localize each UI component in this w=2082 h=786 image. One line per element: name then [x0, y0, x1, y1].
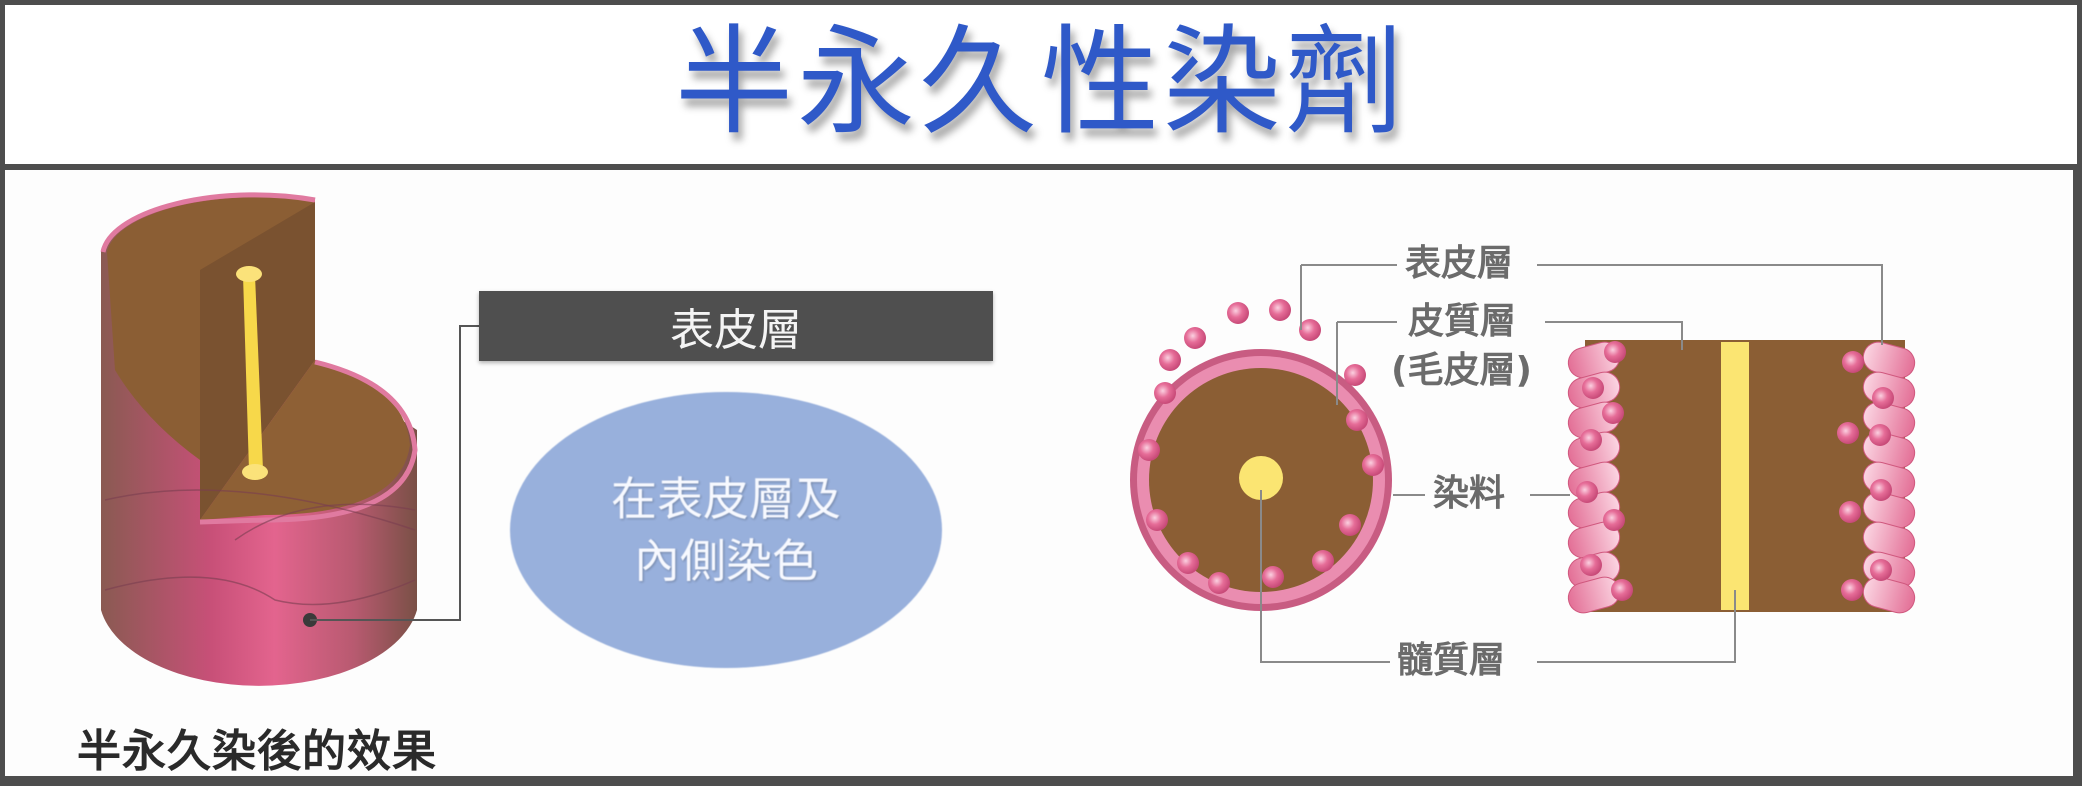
hair-cylinder-illustration [100, 192, 479, 686]
label-cortex-alt: (毛皮層) [1391, 350, 1532, 391]
hair-cross-section [1130, 299, 1392, 611]
content-panel: 表皮層 在表皮層及 內側染色 半永久染後的效果 表皮層 皮質層 (毛皮層) 染料… [5, 170, 2073, 777]
diagram-graphics [100, 192, 1916, 686]
slide-title: 半永久性染劑 [674, 12, 1407, 151]
ellipse-text-line2: 內側染色 [634, 534, 818, 588]
cuticle-label-bar: 表皮層 [479, 291, 993, 361]
label-cuticle: 表皮層 [1405, 243, 1514, 284]
ellipse-text-line1: 在表皮層及 [611, 471, 841, 526]
title-panel: 半永久性染劑 [5, 5, 2077, 164]
label-dye: 染料 [1433, 473, 1506, 514]
dye-description-ellipse: 在表皮層及 內側染色 [510, 392, 942, 668]
slide-frame: 半永久性染劑 [5, 5, 2077, 781]
label-cortex: 皮質層 [1408, 301, 1517, 342]
cylinder-caption: 半永久染後的效果 [77, 726, 437, 777]
hair-longitudinal-section [1567, 340, 1916, 614]
label-medulla: 髓質層 [1397, 640, 1506, 681]
leader-lines [1260, 264, 1883, 663]
